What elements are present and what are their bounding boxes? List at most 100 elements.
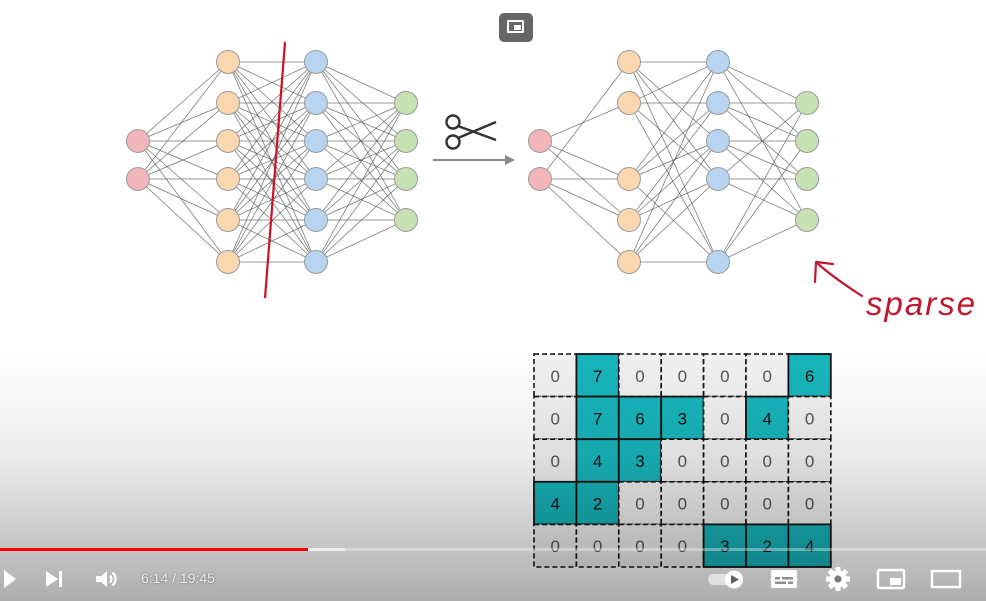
matrix-cell — [575, 523, 620, 568]
current-time: 6:14 — [141, 570, 169, 586]
connection-line — [717, 102, 808, 142]
matrix-cell-value: 0 — [678, 452, 687, 471]
neuron — [126, 129, 150, 153]
matrix-cell — [787, 395, 832, 441]
neuron — [617, 208, 641, 232]
connection-line — [628, 140, 719, 221]
connection-line — [137, 140, 229, 221]
matrix-cell-value: 0 — [635, 537, 644, 556]
connection-line — [717, 140, 808, 263]
matrix-cell-value: 0 — [720, 452, 729, 471]
connection-line — [137, 178, 229, 221]
matrix-cell-value: 0 — [678, 367, 687, 386]
matrix-cell-value: 0 — [678, 537, 687, 556]
connection-line — [137, 102, 229, 180]
connection-line — [137, 178, 229, 263]
theater-mode-button[interactable] — [926, 556, 966, 601]
matrix-cell-value: 3 — [678, 409, 687, 428]
matrix-cell-value: 2 — [762, 537, 771, 556]
connection-line — [539, 61, 630, 180]
neuron — [304, 208, 328, 232]
connections — [137, 61, 407, 263]
neuron — [528, 167, 552, 191]
connection-line — [717, 102, 808, 180]
matrix-cell-value: 0 — [720, 495, 729, 514]
matrix-cell-value: 0 — [635, 367, 644, 386]
matrix-cell — [617, 353, 662, 398]
connection-line — [628, 61, 719, 104]
connection-line — [315, 61, 407, 180]
matrix-cell-value: 3 — [720, 537, 729, 556]
neuron — [706, 91, 730, 115]
connection-line — [539, 178, 630, 263]
connection-line — [227, 102, 317, 142]
connection-line — [628, 140, 719, 263]
matrix-cell-value: 0 — [550, 537, 559, 556]
connection-line — [315, 61, 407, 104]
connection-line — [539, 178, 630, 221]
duration: 19:45 — [179, 570, 215, 586]
next-icon — [46, 570, 62, 587]
matrix-cell — [787, 523, 832, 568]
connection-line — [227, 140, 317, 221]
matrix-cell-value: 0 — [678, 495, 687, 514]
matrix-cell-value: 4 — [550, 495, 559, 514]
matrix-cell-value: 0 — [720, 367, 729, 386]
connection-line — [539, 140, 630, 221]
miniplayer-overlay-button[interactable] — [499, 13, 533, 42]
neuron — [394, 167, 418, 191]
connection-line — [539, 140, 630, 180]
miniplayer-button[interactable] — [872, 556, 910, 601]
progress-bar[interactable] — [0, 547, 986, 552]
neuron — [216, 129, 240, 153]
next-button[interactable] — [38, 556, 70, 601]
connection-line — [137, 140, 229, 263]
matrix-cell-value: 4 — [805, 537, 814, 556]
progress-played — [0, 548, 308, 551]
neuron — [304, 250, 328, 274]
volume-button[interactable] — [90, 556, 124, 601]
matrix-cell — [787, 353, 832, 398]
progress-track — [0, 548, 986, 551]
neuron — [216, 208, 240, 232]
arrow-icon — [433, 155, 515, 165]
matrix-cell — [702, 523, 747, 568]
neuron — [706, 250, 730, 274]
miniplayer-icon — [876, 568, 906, 589]
connection-line — [717, 102, 808, 263]
dense-neural-network — [126, 50, 418, 274]
connection-line — [717, 61, 808, 104]
neuron — [617, 91, 641, 115]
connection-line — [315, 102, 407, 180]
matrix-cell-value: 0 — [635, 495, 644, 514]
connection-line — [628, 102, 719, 180]
connection-line — [717, 140, 808, 180]
neuron — [617, 167, 641, 191]
connection-line — [717, 178, 808, 221]
neuron — [394, 129, 418, 153]
neuron — [304, 50, 328, 74]
play-button[interactable] — [0, 556, 20, 601]
neuron — [394, 208, 418, 232]
neuron — [795, 167, 819, 191]
matrix-cell-value: 3 — [635, 452, 644, 471]
connection-line — [315, 102, 407, 221]
neuron — [795, 91, 819, 115]
neuron — [216, 167, 240, 191]
connection-line — [315, 178, 407, 263]
sparse-annotation: sparse — [866, 285, 977, 322]
settings-button[interactable] — [820, 556, 856, 601]
connection-line — [628, 140, 719, 180]
connection-line — [717, 219, 808, 263]
matrix-cell-value: 6 — [805, 367, 814, 386]
matrix-cell — [533, 438, 578, 483]
matrix-cell-value: 0 — [550, 367, 559, 386]
connection-line — [315, 102, 407, 263]
connection-line — [628, 102, 719, 263]
autoplay-toggle[interactable] — [702, 556, 748, 601]
matrix-cell-value: 0 — [762, 452, 771, 471]
neuron — [617, 50, 641, 74]
subtitles-button[interactable] — [766, 556, 802, 601]
